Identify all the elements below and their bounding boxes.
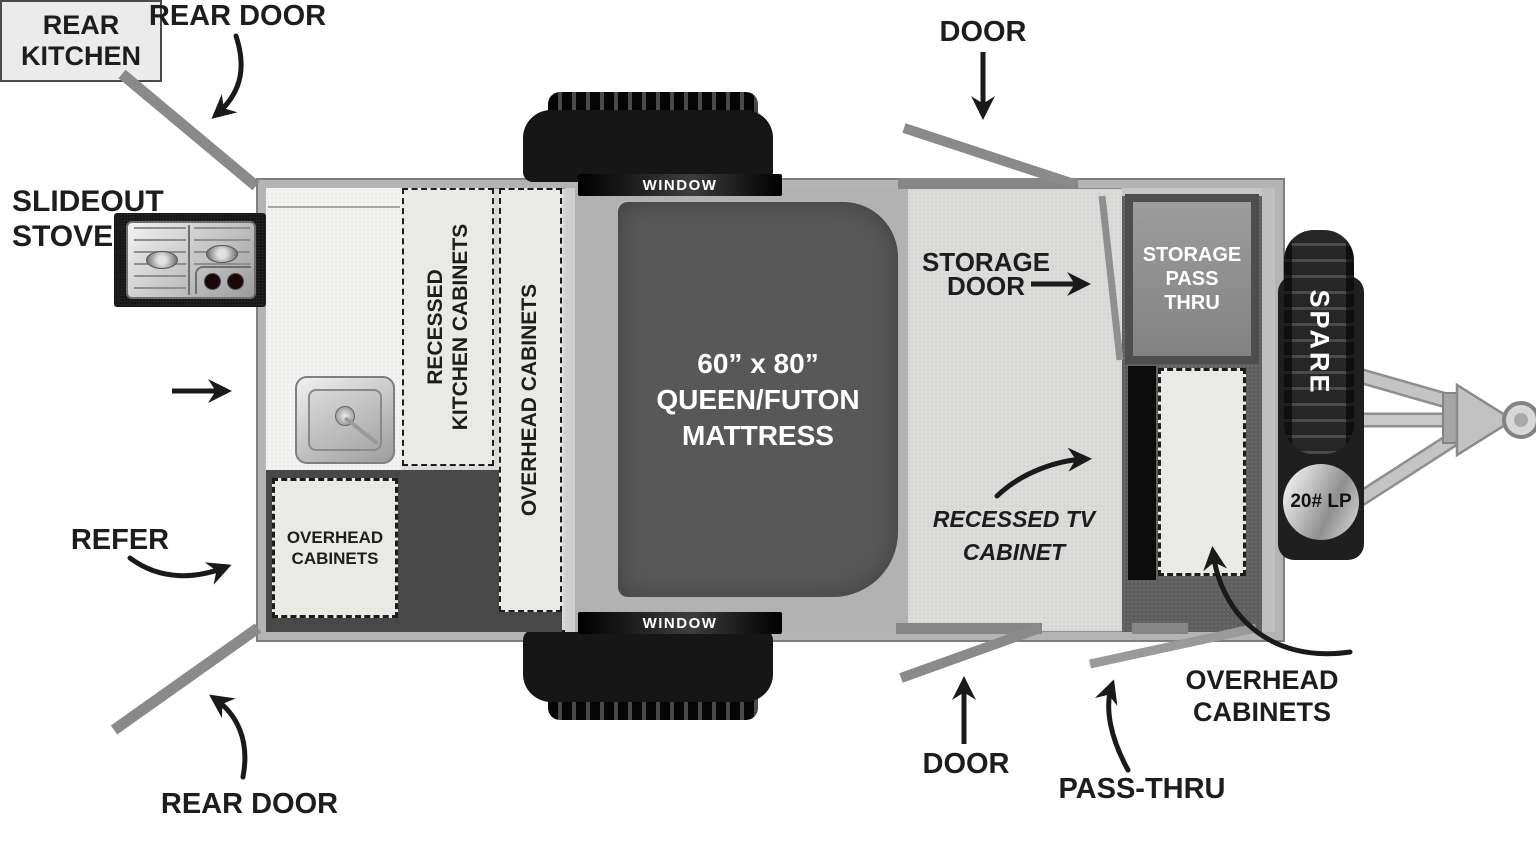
slideout-line1: SLIDEOUT — [12, 185, 164, 218]
oc-box-line2: CABINETS — [291, 549, 379, 568]
window-bottom: WINDOW — [578, 612, 782, 634]
spare-tire-label: SPARE — [1304, 288, 1335, 396]
window-top: WINDOW — [578, 174, 782, 196]
tongue-crossplate — [1442, 392, 1460, 444]
rear-door-top-label: REAR DOOR — [148, 0, 327, 32]
bottom-wheel-fender — [523, 630, 773, 702]
door-bottom-label: DOOR — [922, 748, 1010, 780]
rear-door-bottom-arrow — [209, 694, 248, 780]
storage-pass-thru-frame: STORAGE PASS THRU — [1125, 194, 1259, 364]
storage-pass-line3: THRU — [1164, 292, 1220, 314]
overhead-cabinets-right-label: OVERHEAD CABINETS — [1172, 664, 1352, 728]
refer-arrow — [127, 555, 232, 585]
stove-knob-panel — [195, 266, 251, 294]
mattress-line1: 60” x 80” — [697, 347, 819, 379]
bed-platform-edge — [565, 188, 575, 632]
entry-door-swing-top — [902, 123, 1076, 189]
rear-door-swing-bottom — [110, 623, 262, 735]
window-bottom-label: WINDOW — [642, 614, 718, 632]
queen-futon-mattress: 60” x 80” QUEEN/FUTON MATTRESS — [618, 202, 898, 597]
pass-thru-right-wall — [1262, 188, 1275, 632]
rear-door-bottom-label: REAR DOOR — [160, 788, 339, 820]
stove-knob-icon — [203, 272, 221, 290]
overhead-cabinets-strip — [499, 188, 562, 612]
pass-thru-overhead-cabinets-box — [1158, 368, 1246, 576]
rear-kitchen-line2: KITCHEN — [21, 41, 141, 71]
slideout-line2: STOVE — [12, 220, 114, 253]
rear-door-top-arrow — [211, 33, 244, 119]
stove-divider — [188, 225, 190, 295]
rear-door-swing-top — [118, 69, 260, 191]
recessed-tv-cabinet-strip — [1128, 366, 1156, 580]
lp-tank-label: 20# LP — [1290, 491, 1352, 512]
rear-kitchen-line1: REAR — [42, 10, 120, 40]
overhead-right-line2: CABINETS — [1192, 697, 1331, 727]
oc-box-line1: OVERHEAD — [286, 528, 384, 547]
counter-edge-line — [268, 206, 400, 208]
mattress-line3: MATTRESS — [682, 419, 834, 451]
storage-pass-thru-box: STORAGE PASS THRU — [1133, 202, 1251, 356]
overhead-cabinets-box: OVERHEAD CABINETS — [272, 478, 398, 618]
burner-right-icon — [206, 245, 238, 263]
storage-pass-line1: STORAGE — [1142, 244, 1242, 266]
spare-tire: SPARE — [1284, 230, 1354, 454]
recessed-kitchen-cabinets-label: RECESSED KITCHEN CABINETS — [423, 224, 473, 431]
recessed-kitchen-cabinets — [402, 188, 494, 466]
lp-tank: 20# LP — [1283, 464, 1359, 540]
coupler — [1455, 382, 1516, 458]
window-top-label: WINDOW — [642, 176, 718, 194]
storage-pass-line2: PASS — [1165, 268, 1219, 290]
cabinet-strip-foot — [499, 612, 562, 632]
rear-kitchen-label-box: REAR KITCHEN — [0, 0, 162, 82]
overhead-cabinets-strip-label: OVERHEAD CABINETS — [518, 283, 541, 517]
top-wheel-fender — [523, 110, 773, 182]
pass-thru-top-gap — [1122, 188, 1262, 196]
storage-door-line1: STORAGE — [921, 247, 1051, 277]
pass-thru-arrow — [1094, 679, 1131, 773]
stove-knob-icon — [227, 272, 245, 290]
overhead-right-line1: OVERHEAD — [1185, 665, 1339, 695]
stove-cooktop — [126, 221, 256, 299]
hitch-ball-center — [1514, 413, 1528, 427]
burner-left-icon — [146, 251, 178, 269]
storage-door-line2: DOOR — [947, 271, 1025, 301]
refer-label: REFER — [70, 524, 170, 556]
storage-door-label: STORAGE DOOR — [906, 247, 1066, 301]
mattress-line2: QUEEN/FUTON — [656, 383, 860, 415]
kitchen-sink — [295, 376, 395, 464]
slideout-stove-label: SLIDEOUT STOVE — [12, 184, 164, 254]
hitch-ball — [1502, 401, 1536, 439]
rkc-line1: RECESSED — [424, 269, 447, 385]
recessed-tv-cabinet-label: RECESSED TV CABINET — [932, 506, 1096, 565]
rkc-line2: KITCHEN CABINETS — [449, 223, 472, 431]
pass-thru-label: PASS-THRU — [1058, 773, 1226, 805]
door-top-label: DOOR — [939, 16, 1027, 48]
